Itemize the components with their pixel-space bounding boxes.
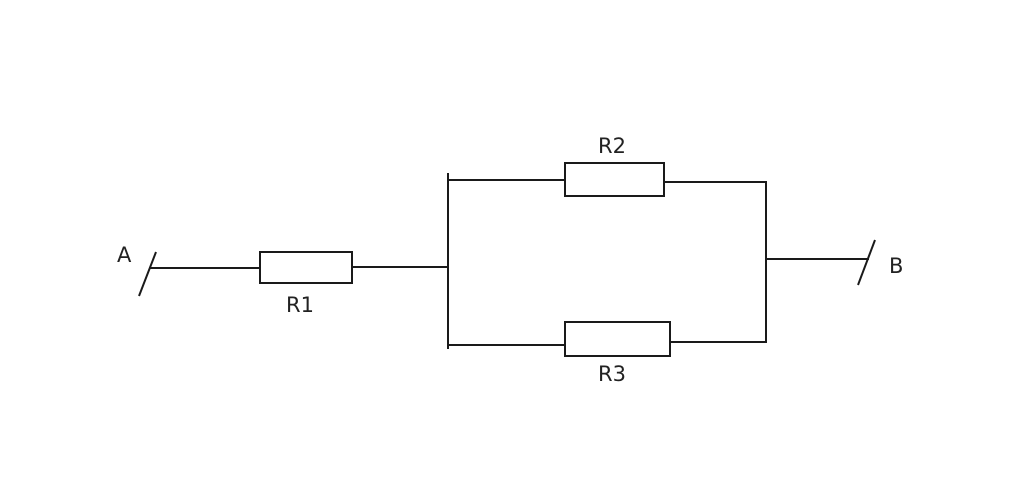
terminal-b-mark <box>857 239 876 286</box>
resistor-r1 <box>259 251 353 284</box>
resistor-r2 <box>564 162 665 197</box>
resistor-r3 <box>564 321 671 357</box>
resistor-r2-label: R2 <box>598 134 626 158</box>
terminal-b-label: B <box>889 254 903 278</box>
terminal-a-label: A <box>117 243 132 267</box>
resistor-r1-label: R1 <box>286 293 314 317</box>
resistor-r3-label: R3 <box>598 362 626 386</box>
terminal-a-mark <box>138 251 157 297</box>
